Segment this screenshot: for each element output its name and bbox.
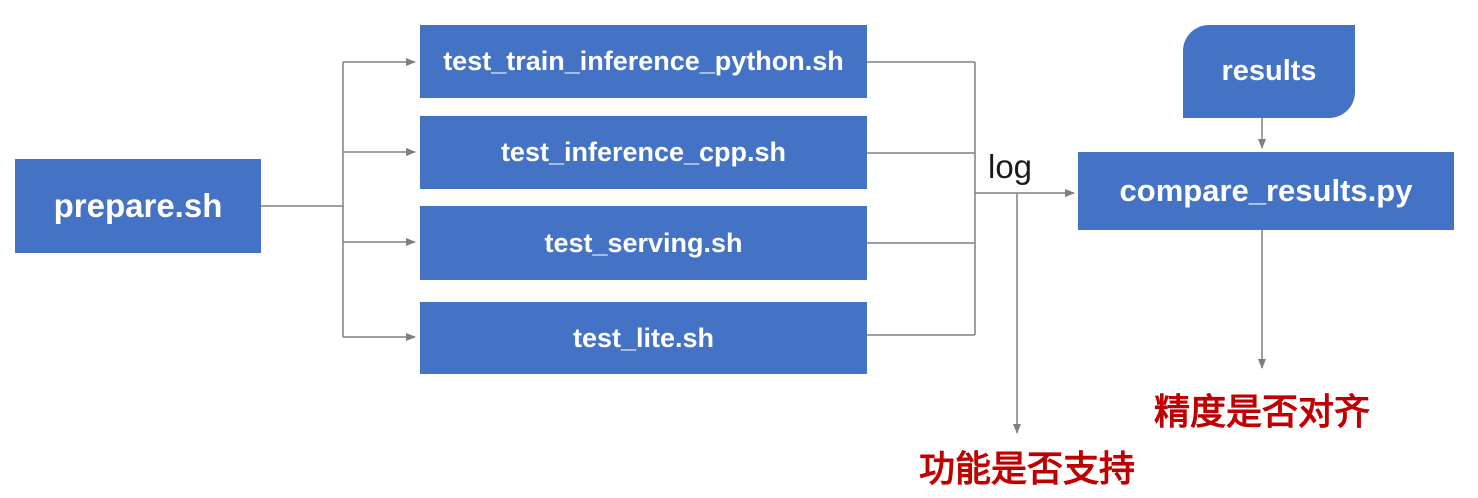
- node-test-serving-label: test_serving.sh: [544, 227, 743, 258]
- node-results: results: [1183, 25, 1355, 118]
- node-test-inference-cpp: test_inference_cpp.sh: [420, 116, 867, 189]
- node-test-train-inference-python: test_train_inference_python.sh: [420, 25, 867, 98]
- node-prepare-sh: prepare.sh: [15, 159, 261, 253]
- node-compare-results-py: compare_results.py: [1078, 152, 1454, 230]
- node-test-train-inference-python-label: test_train_inference_python.sh: [443, 46, 844, 76]
- node-results-label: results: [1221, 55, 1317, 87]
- node-compare-results-py-label: compare_results.py: [1119, 173, 1413, 208]
- node-test-lite-label: test_lite.sh: [572, 322, 715, 353]
- annotation-precision-align: 精度是否对齐: [1153, 391, 1370, 432]
- edge-label-log: log: [988, 148, 1033, 185]
- node-test-lite: test_lite.sh: [420, 302, 867, 374]
- annotation-function-support: 功能是否支持: [918, 448, 1135, 489]
- node-test-serving: test_serving.sh: [420, 206, 867, 280]
- node-test-inference-cpp-label: test_inference_cpp.sh: [500, 137, 787, 167]
- node-prepare-sh-label: prepare.sh: [53, 187, 223, 224]
